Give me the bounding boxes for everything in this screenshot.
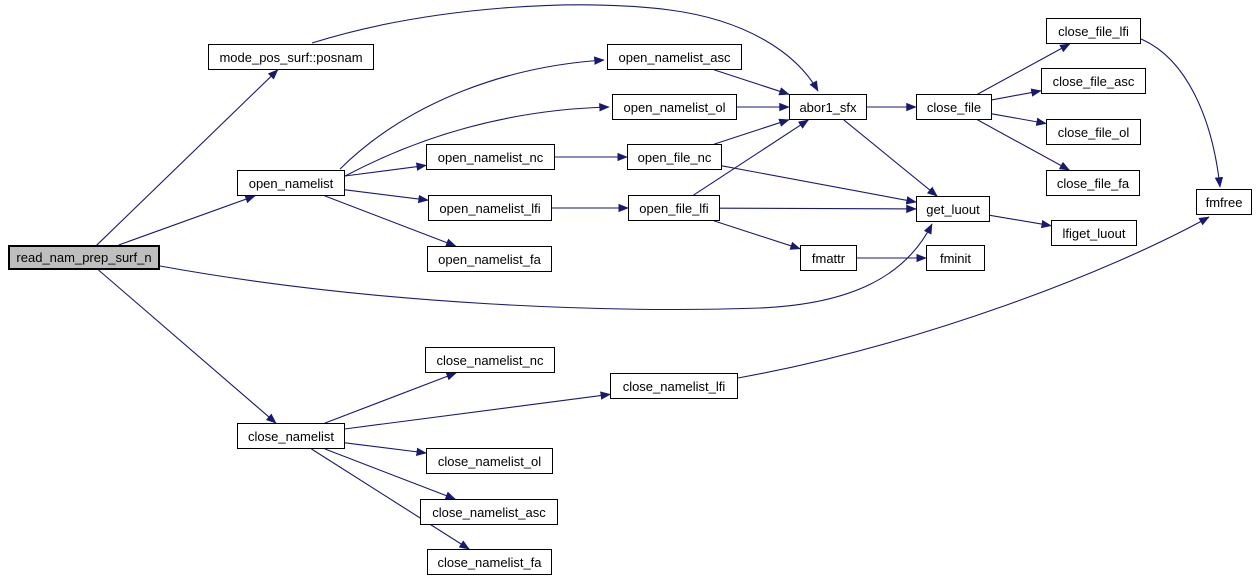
edge-close_namelist-close_namelist_fa — [311, 448, 470, 550]
edge-close_namelist_lfi-fmfree — [737, 216, 1210, 379]
node-open_namelist_lfi[interactable]: open_namelist_lfi — [428, 195, 552, 221]
edge-open_namelist-open_namelist_fa — [324, 195, 457, 247]
edge-close_namelist-close_namelist_nc — [324, 372, 457, 424]
edge-read_nam_prep_surf_n-close_namelist — [98, 269, 277, 424]
node-open_file_nc[interactable]: open_file_nc — [627, 144, 722, 170]
edges-group — [96, 4, 1224, 550]
edge-close_file-close_file_asc — [991, 88, 1042, 101]
node-fminit[interactable]: fminit — [926, 245, 985, 271]
node-open_namelist_ol[interactable]: open_namelist_ol — [612, 94, 737, 120]
node-close_file_lfi[interactable]: close_file_lfi — [1046, 18, 1141, 44]
node-fmattr[interactable]: fmattr — [800, 245, 857, 271]
node-open_namelist_fa[interactable]: open_namelist_fa — [427, 246, 552, 272]
node-close_file_asc[interactable]: close_file_asc — [1041, 68, 1146, 94]
edge-open_namelist-open_namelist_lfi — [344, 189, 429, 204]
edge-close_file-close_file_fa — [977, 119, 1071, 171]
edge-mode_pos_surf_posnam-abor1_sfx — [311, 4, 819, 92]
edge-open_namelist_asc-abor1_sfx — [714, 69, 790, 96]
node-close_namelist_lfi[interactable]: close_namelist_lfi — [610, 373, 738, 399]
edge-close_namelist-close_namelist_lfi — [344, 391, 612, 430]
edge-read_nam_prep_surf_n-mode_pos_surf_posnam — [96, 69, 279, 246]
node-close_namelist[interactable]: close_namelist — [237, 423, 345, 449]
edge-abor1_sfx-get_luout — [843, 119, 938, 197]
edge-close_namelist-close_namelist_ol — [344, 442, 427, 456]
node-fmfree[interactable]: fmfree — [1196, 189, 1252, 215]
edge-open_file_lfi-fmattr — [713, 220, 801, 250]
node-open_namelist_nc[interactable]: open_namelist_nc — [426, 144, 555, 170]
node-abor1_sfx[interactable]: abor1_sfx — [789, 94, 867, 120]
node-close_namelist_nc[interactable]: close_namelist_nc — [425, 347, 555, 373]
node-close_namelist_ol[interactable]: close_namelist_ol — [426, 448, 553, 474]
node-mode_pos_surf_posnam[interactable]: mode_pos_surf::posnam — [208, 44, 374, 70]
edge-close_namelist-close_namelist_asc — [324, 448, 456, 500]
edge-open_file_lfi-get_luout — [719, 204, 917, 214]
edge-close_file-close_file_ol — [991, 113, 1047, 126]
node-open_file_lfi[interactable]: open_file_lfi — [628, 195, 720, 221]
edge-open_file_lfi-abor1_sfx — [693, 119, 810, 196]
edge-read_nam_prep_surf_n-open_namelist — [118, 195, 256, 246]
node-close_namelist_fa[interactable]: close_namelist_fa — [427, 549, 552, 575]
node-read_nam_prep_surf_n: read_nam_prep_surf_n — [8, 245, 160, 270]
node-lfiget_luout[interactable]: lfiget_luout — [1051, 220, 1137, 246]
node-close_namelist_asc[interactable]: close_namelist_asc — [420, 499, 558, 525]
node-open_namelist[interactable]: open_namelist — [237, 170, 345, 196]
edge-open_file_nc-abor1_sfx — [714, 118, 790, 145]
edge-close_file_lfi-fmfree — [1140, 38, 1224, 188]
node-close_file_ol[interactable]: close_file_ol — [1046, 119, 1141, 145]
edge-close_file-close_file_lfi — [977, 43, 1071, 95]
edge-open_namelist-open_namelist_asc — [339, 56, 605, 170]
node-close_file_fa[interactable]: close_file_fa — [1046, 170, 1140, 196]
edge-open_file_nc-get_luout — [721, 165, 917, 205]
edge-read_nam_prep_surf_n-get_luout — [159, 223, 933, 310]
edge-open_namelist-open_namelist_ol — [344, 103, 610, 177]
node-close_file[interactable]: close_file — [916, 94, 992, 120]
edge-get_luout-lfiget_luout — [989, 214, 1052, 229]
node-get_luout[interactable]: get_luout — [916, 196, 990, 222]
node-open_namelist_asc[interactable]: open_namelist_asc — [607, 44, 742, 70]
edge-open_namelist-open_namelist_nc — [344, 162, 427, 177]
